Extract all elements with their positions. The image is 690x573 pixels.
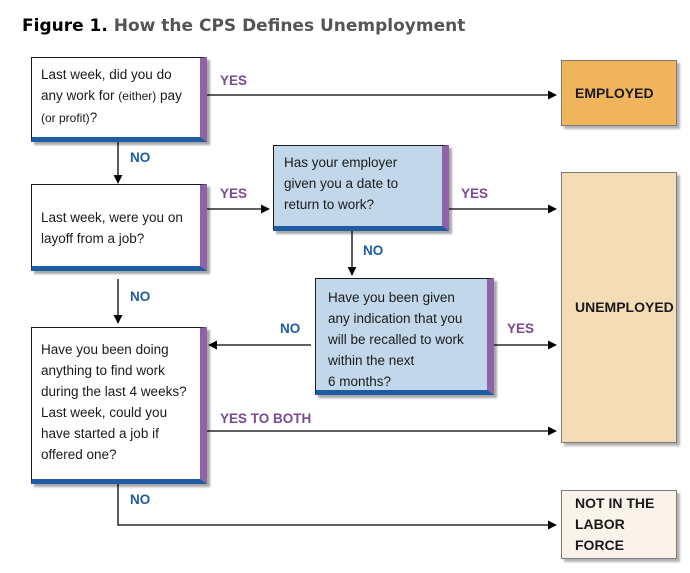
outcome-not-in-labor-force: NOT IN THE LABOR FORCE xyxy=(561,490,677,559)
q2-line2: layoff from a job? xyxy=(41,231,145,246)
outcome-nilf-line2: LABOR FORCE xyxy=(575,516,625,553)
q1-line2a: any work for xyxy=(41,88,119,103)
outcome-employed-label: EMPLOYED xyxy=(575,85,654,101)
figure-title-text: How the CPS Defines Unemployment xyxy=(113,16,466,36)
q5-line2: anything to find work xyxy=(41,363,165,378)
q1-line2b: (either) xyxy=(118,89,157,103)
q5-line1: Have you been doing xyxy=(41,342,169,357)
label-q3-yes: YES xyxy=(461,186,489,201)
q3-line2: given you a date to xyxy=(284,176,399,191)
q1-line2c: pay xyxy=(156,88,182,103)
q1-line1: Last week, did you do xyxy=(41,67,172,82)
figure-title: Figure 1. How the CPS Defines Unemployme… xyxy=(22,16,465,36)
label-q3-no: NO xyxy=(363,243,384,258)
label-q2-yes: YES xyxy=(220,186,248,201)
q4-line4: within the next xyxy=(328,353,415,368)
label-q2-no: NO xyxy=(130,289,151,304)
label-q5-no: NO xyxy=(130,492,151,507)
q4-line3: will be recalled to work xyxy=(328,332,464,347)
q5-line3: during the last 4 weeks? xyxy=(41,384,187,399)
outcome-nilf-line1: NOT IN THE xyxy=(575,495,655,511)
label-q1-no: NO xyxy=(130,150,151,165)
label-q5-yes-to-both: YES TO BOTH xyxy=(220,411,312,426)
q1-line3a: (or profit) xyxy=(41,111,90,125)
q1-line3b: ? xyxy=(89,110,98,125)
outcome-employed: EMPLOYED xyxy=(561,60,677,126)
question-box-return-date: Has your employer given you a date to re… xyxy=(273,145,449,231)
label-q4-yes: YES xyxy=(507,321,535,336)
q4-line2: any indication that you xyxy=(328,311,463,326)
q5-line6: offered one? xyxy=(41,447,117,462)
label-q1-yes: YES xyxy=(220,73,248,88)
q2-line1: Last week, were you on xyxy=(41,210,183,225)
arrow-q5-no-nilf xyxy=(117,484,557,530)
outcome-unemployed: UNEMPLOYED xyxy=(561,172,677,443)
q5-line5: have started a job if xyxy=(41,426,159,441)
question-box-recall-indication: Have you been given any indication that … xyxy=(315,278,494,395)
label-q4-no: NO xyxy=(280,321,301,336)
q4-line1: Have you been given xyxy=(328,290,455,305)
q3-line3: return to work? xyxy=(284,197,375,212)
question-box-layoff: Last week, were you on layoff from a job… xyxy=(31,184,207,271)
outcome-unemployed-label: UNEMPLOYED xyxy=(575,299,674,315)
figure-number: Figure 1. xyxy=(22,16,108,36)
question-box-work-last-week: Last week, did you do any work for (eith… xyxy=(31,57,207,142)
q5-line4: Last week, could you xyxy=(41,405,168,420)
q4-line5: 6 months? xyxy=(328,374,392,389)
question-box-job-search: Have you been doing anything to find wor… xyxy=(31,327,207,484)
q3-line1: Has your employer xyxy=(284,155,398,170)
